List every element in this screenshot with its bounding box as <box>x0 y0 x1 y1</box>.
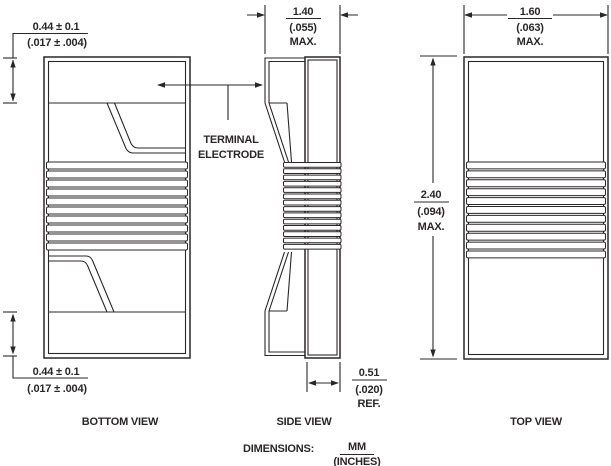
arrowhead-right-icon <box>257 12 265 18</box>
arrowhead-down-icon <box>10 346 16 355</box>
arrowhead-down-icon <box>10 93 16 102</box>
dim-side-width: 1.40 (.055) MAX. <box>247 5 358 54</box>
dim-terminal-height-top: 0.44 ± 0.1 (.017 ± .004) <box>3 21 88 104</box>
units-note: DIMENSIONS: MM (INCHES) <box>243 441 381 466</box>
dim-qualifier: MAX. <box>517 36 544 48</box>
bottom-view-outline <box>43 56 191 359</box>
dim-terminal-wrap: 0.51 (.020) REF. <box>306 362 387 410</box>
dim-inch-value: (.094) <box>417 206 445 218</box>
callout-label-line1: TERMINAL <box>203 134 259 146</box>
dim-qualifier: REF. <box>357 398 380 410</box>
arrowhead-left-icon <box>157 82 165 88</box>
dim-mm-value: 0.51 <box>359 367 380 379</box>
dim-terminal-height-bottom: 0.44 ± 0.1 (.017 ± .004) <box>3 311 88 395</box>
dim-inch-value: (.055) <box>289 22 317 34</box>
dim-inch-value: (.020) <box>355 384 383 396</box>
dim-leader-and-fraction-bar <box>12 356 88 379</box>
side-view-bottom-terminal <box>264 251 305 357</box>
dim-mm-value: 1.40 <box>293 6 314 18</box>
side-view-winding-stripes <box>283 162 342 250</box>
terminal-electrode-callout: TERMINAL ELECTRODE <box>157 82 264 161</box>
dim-qualifier: MAX. <box>418 221 445 233</box>
view-label-top: TOP VIEW <box>510 416 563 428</box>
dim-leader-and-fraction-bar <box>12 32 88 58</box>
dim-inch-value: (.017 ± .004) <box>27 383 87 395</box>
arrowhead-right-icon <box>331 380 339 386</box>
units-label: DIMENSIONS: <box>243 443 314 455</box>
side-view-top-terminal <box>264 57 305 163</box>
arrowhead-left-icon <box>464 12 472 18</box>
callout-label-line2: ELECTRODE <box>198 149 264 161</box>
side-view <box>264 56 342 359</box>
arrowhead-left-icon <box>340 12 348 18</box>
dim-qualifier: MAX. <box>290 36 317 48</box>
dim-inch-value: (.017 ± .004) <box>27 37 87 49</box>
arrowhead-down-icon <box>430 349 436 358</box>
bottom-view-winding-stripes <box>46 161 188 251</box>
dim-top-width: 1.60 (.063) MAX. <box>463 5 609 54</box>
lower-conductor-trace <box>48 255 115 313</box>
arrowhead-left-icon <box>308 380 316 386</box>
top-view-outline <box>463 56 609 360</box>
arrowhead-up-icon <box>430 57 436 66</box>
units-denominator: (INCHES) <box>333 456 381 466</box>
upper-conductor-trace <box>106 102 186 154</box>
bottom-view <box>43 56 191 359</box>
dim-inch-value: (.063) <box>516 22 544 34</box>
top-view <box>463 56 609 360</box>
dim-mm-value: 0.44 ± 0.1 <box>33 21 80 33</box>
units-numerator: MM <box>348 441 366 453</box>
dim-body-length: 2.40 (.094) MAX. <box>414 55 457 360</box>
view-label-side: SIDE VIEW <box>276 416 332 428</box>
dim-mm-value: 0.44 ± 0.1 <box>33 366 80 378</box>
dim-mm-value: 2.40 <box>421 189 442 201</box>
arrowhead-up-icon <box>10 59 16 68</box>
top-view-winding-stripes <box>466 161 606 259</box>
view-label-bottom: BOTTOM VIEW <box>82 416 159 428</box>
arrowhead-up-icon <box>10 313 16 322</box>
dim-mm-value: 1.60 <box>520 6 541 18</box>
arrowhead-right-icon <box>600 12 608 18</box>
arrowhead-right-icon <box>255 82 263 88</box>
